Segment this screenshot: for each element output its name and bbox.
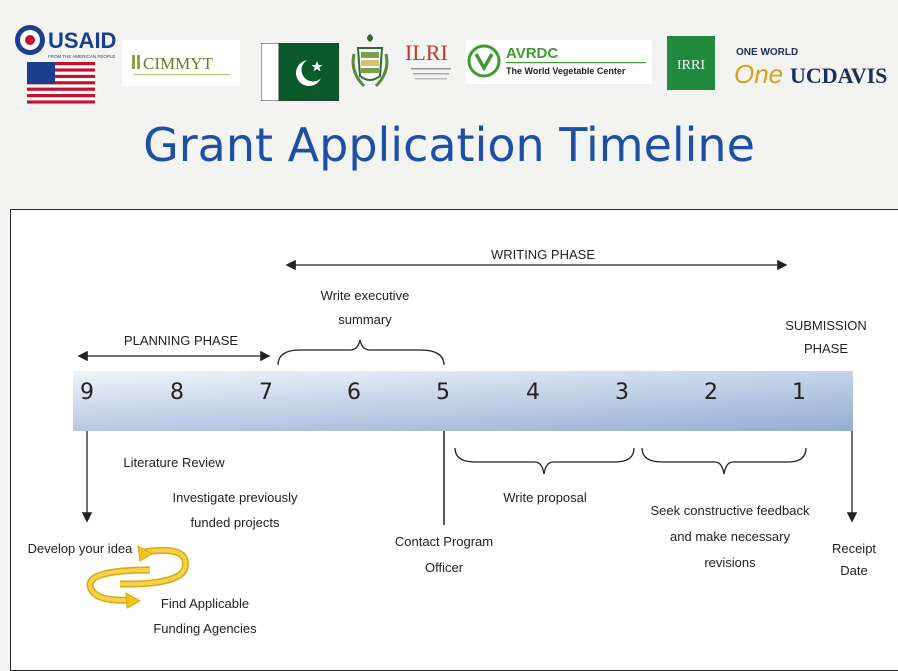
timeline-number-1: 1 [792,380,806,405]
contact-officer-label-line1: Contact Program [394,534,494,549]
executive-summary-label-line2: summary [338,312,392,327]
pakistan-flag-icon [261,43,339,101]
timeline-number-5: 5 [436,380,450,405]
cycle-arrows-icon [86,545,189,609]
timeline-number-8: 8 [170,380,184,405]
svg-text:UCDAVIS: UCDAVIS [790,63,887,88]
timeline-diagram-graphics [73,259,858,609]
writing-phase-label: WRITING PHASE [490,247,595,262]
svg-text:FROM THE AMERICAN PEOPLE: FROM THE AMERICAN PEOPLE [48,54,115,59]
svg-text:ILRI: ILRI [405,40,448,65]
submission-phase-label-line1: SUBMISSION [785,318,867,333]
feedback-label-line3: revisions [704,555,756,570]
svg-text:One: One [734,59,783,89]
irri-logo: IRRI [667,36,715,90]
find-funding-label-line1: Find Applicable [160,596,250,611]
timeline-diagram-panel [10,209,898,671]
timeline-number-4: 4 [526,380,540,405]
feedback-label-line1: Seek constructive feedback [650,503,810,518]
pakistan-emblem-icon [351,34,389,88]
find-funding-label-line2: Funding Agencies [153,621,257,636]
svg-text:CIMMYT: CIMMYT [143,54,214,73]
timeline-number-3: 3 [615,380,629,405]
us-flag-icon [27,62,95,104]
timeline-number-2: 2 [704,380,718,405]
svg-text:ONE WORLD: ONE WORLD [736,47,798,58]
literature-review-label: Literature Review [123,455,225,470]
usaid-logo: USAID FROM THE AMERICAN PEOPLE [15,25,116,59]
feedback-brace [641,447,807,475]
develop-idea-label: Develop your idea [27,541,133,556]
investigate-label-line1: Investigate previously [172,490,298,505]
feedback-label-line2: and make necessary [670,529,790,544]
timeline-number-7: 7 [259,380,273,405]
executive-summary-label-line1: Write executive [320,288,410,303]
page-title: Grant Application Timeline [143,118,755,172]
timeline-number-9: 9 [80,380,94,405]
executive-summary-brace [277,339,445,366]
receipt-date-label-line1: Receipt [831,541,877,556]
write-proposal-label: Write proposal [503,490,587,505]
planning-phase-label: PLANNING PHASE [123,333,239,348]
svg-text:USAID: USAID [48,28,116,53]
write-proposal-brace [454,447,635,475]
cimmyt-logo: CIMMYT [122,40,240,86]
one-world-uc-davis-logo: ONE WORLD One UCDAVIS [734,47,887,89]
ilri-logo: ILRI [405,40,451,80]
avrdc-logo: AVRDC The World Vegetable Center [466,40,652,84]
svg-text:The World Vegetable Center: The World Vegetable Center [506,66,626,76]
svg-text:AVRDC: AVRDC [506,45,558,62]
svg-text:IRRI: IRRI [677,58,705,73]
contact-officer-label-line2: Officer [424,560,464,575]
receipt-date-label-line2: Date [840,563,868,578]
investigate-label-line2: funded projects [190,515,280,530]
submission-phase-label-line2: PHASE [803,341,849,356]
timeline-number-6: 6 [347,380,361,405]
logo-bar: USAID FROM THE AMERICAN PEOPLE CIMMYT [0,0,898,110]
